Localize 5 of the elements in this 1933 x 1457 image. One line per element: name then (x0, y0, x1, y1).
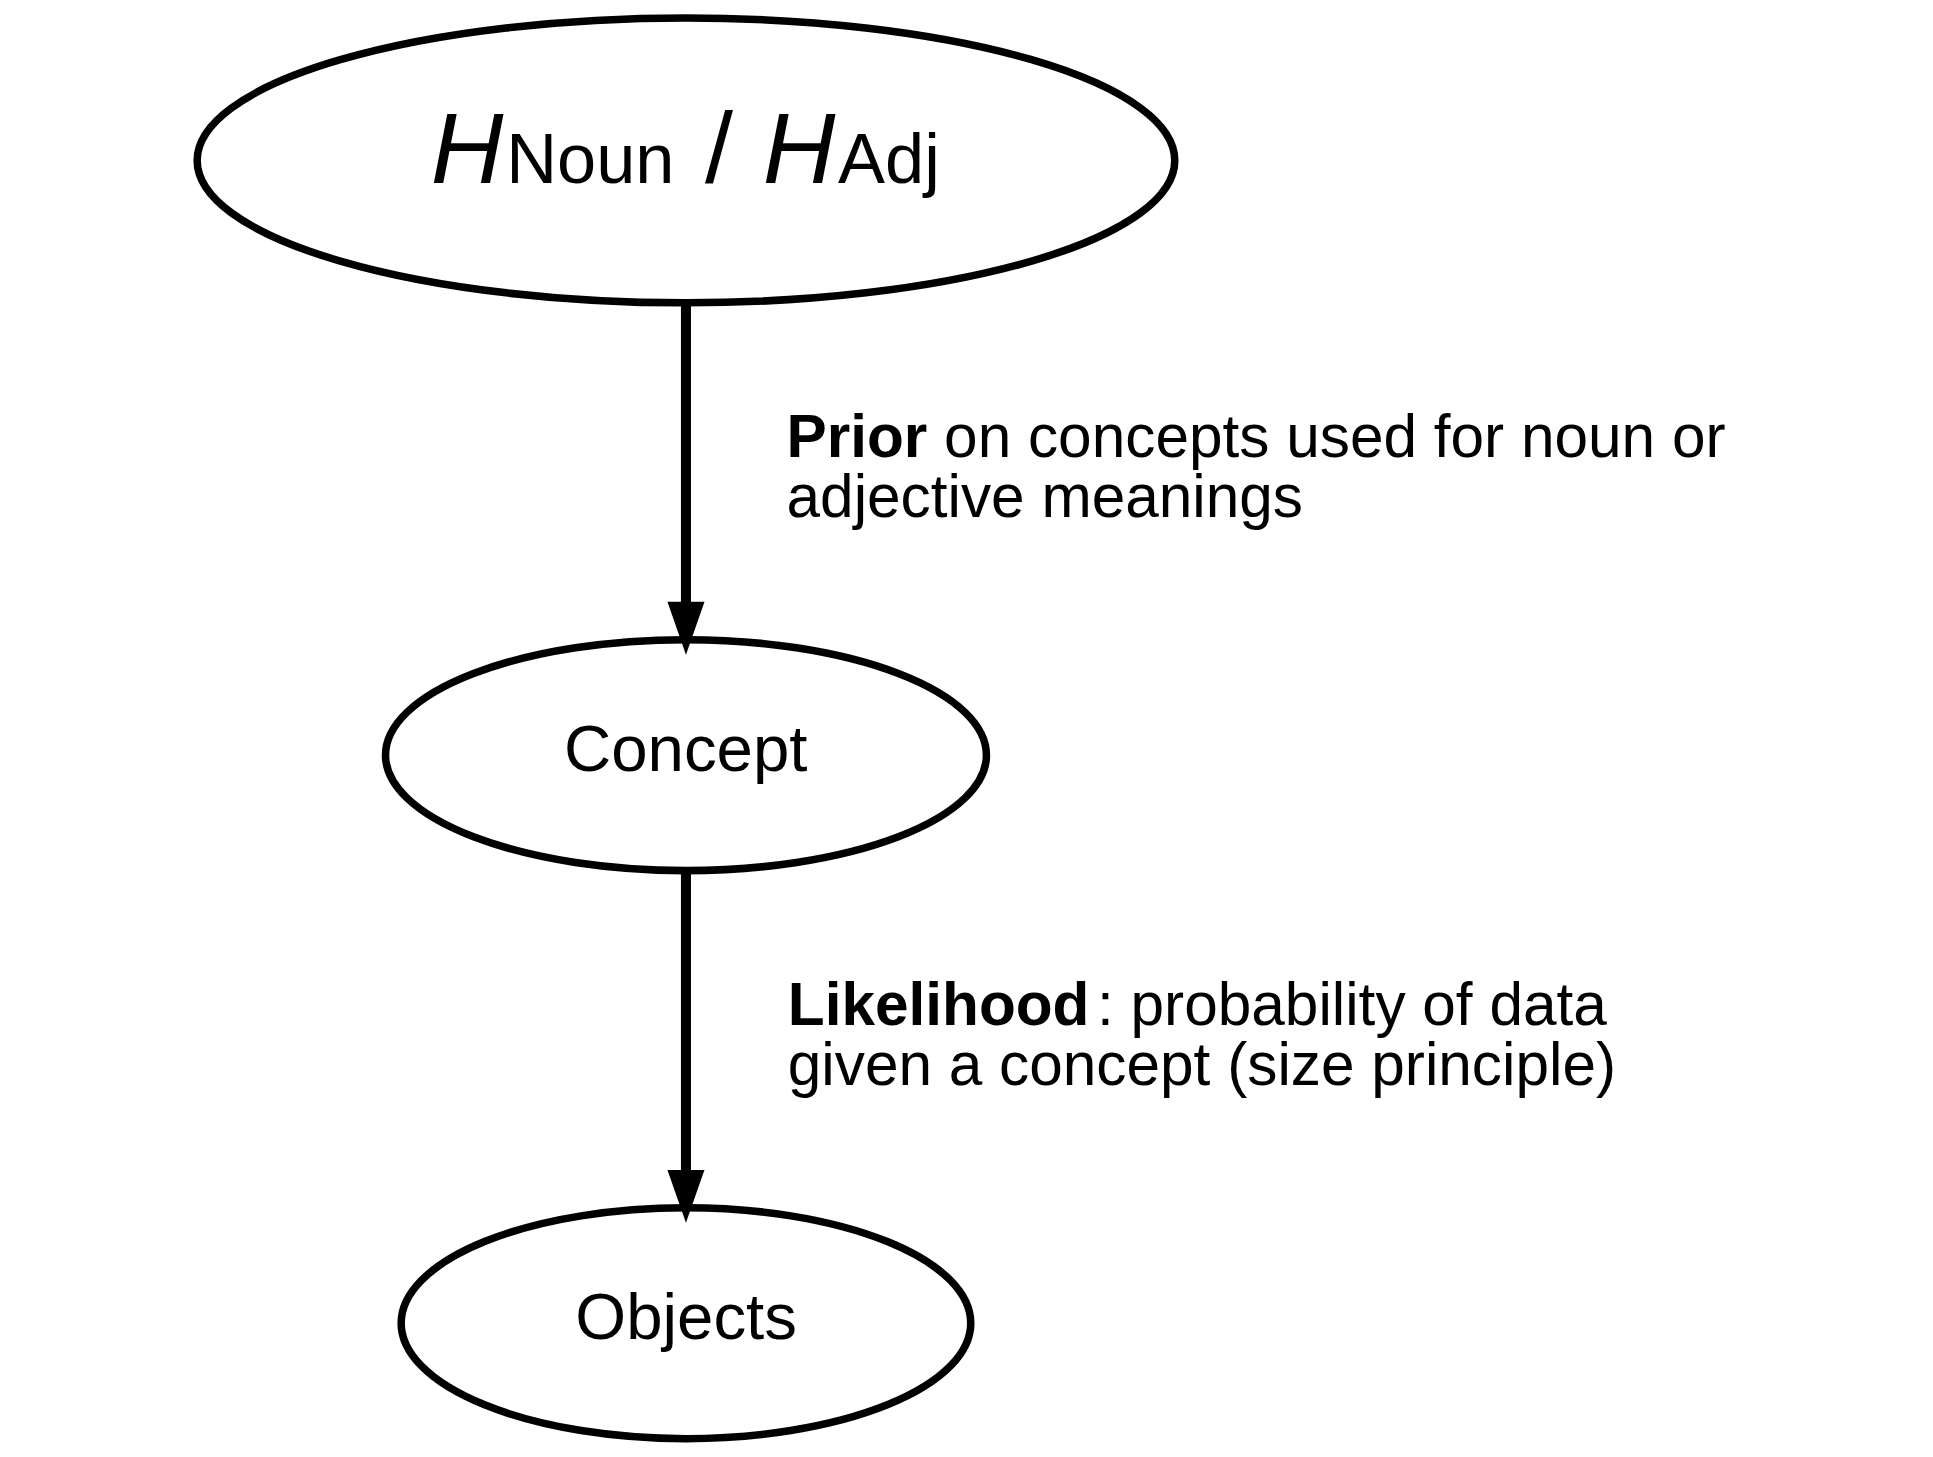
node-ellipse: HNoun / HAdj (192, 14, 1179, 307)
edge-label: Likelihood: probability of data given a concept (size principle) (787, 969, 1616, 1098)
edge-label: Prior on concepts used for noun or adjective meanings (786, 401, 1726, 530)
node-ellipse: Objects (396, 1204, 975, 1443)
node-ellipse: Concept (381, 635, 990, 875)
